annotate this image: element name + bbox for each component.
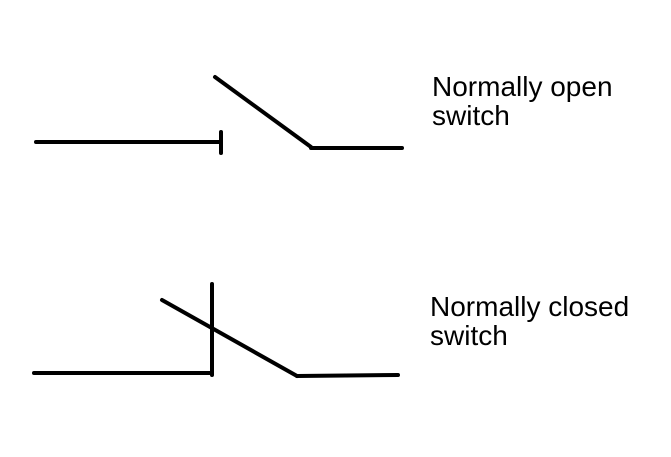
normally-open-switch-label: Normally open switch — [432, 72, 613, 130]
label-line-1: Normally open — [432, 71, 613, 102]
normally-open-switch-switch-arm — [213, 75, 313, 149]
normally-closed-switch-right-wire — [295, 373, 400, 378]
normally-closed-switch-label: Normally closed switch — [430, 292, 629, 350]
label-line-2: switch — [430, 320, 508, 351]
normally-closed-switch-switch-arm — [160, 298, 299, 378]
label-line-2: switch — [432, 100, 510, 131]
label-line-1: Normally closed — [430, 291, 630, 322]
